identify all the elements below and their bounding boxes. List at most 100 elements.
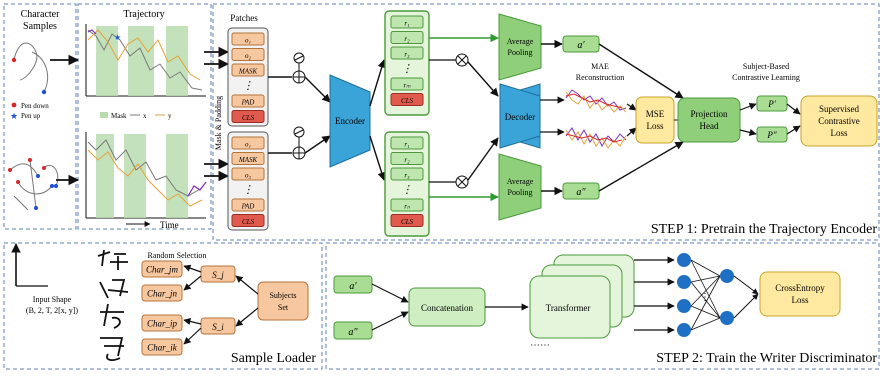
a-prime-label: a′	[577, 40, 585, 51]
top-rep-box-4	[390, 77, 424, 91]
random-selection-label: Random Selection	[148, 251, 207, 260]
arrow-recon-bottom-to-mse	[626, 127, 637, 137]
pen-up-legend-icon: ★	[10, 111, 18, 121]
layer-ellipsis: ⋮	[700, 292, 710, 303]
contrastive-title-1: Subject-Based	[743, 62, 789, 71]
layer2-node-1	[720, 311, 734, 325]
handwritten-samples	[97, 249, 129, 361]
pen-up-dot	[41, 89, 47, 95]
top-rep-label-1: r₂	[404, 35, 410, 43]
layer2-node-0	[720, 269, 734, 283]
top-rep-label-0: r₁	[404, 20, 409, 28]
discriminator-network: ⋮	[634, 253, 759, 337]
traj-bottom-y-series	[87, 149, 203, 207]
si-label: S_i	[212, 322, 224, 332]
arrow-recon-top-to-mse	[626, 103, 637, 111]
char-box-3	[141, 338, 183, 356]
edge-l1-l2	[690, 275, 721, 331]
trajectory-frame	[77, 3, 212, 230]
bottom-rep-label-0: r₁	[404, 141, 409, 149]
bottom-patch-box-5	[231, 214, 265, 227]
top-rep-label-3: ⋮	[402, 63, 413, 75]
step2-title: STEP 2: Train the Writer Discriminator	[656, 351, 877, 366]
patches-title: Patches	[230, 13, 258, 23]
edge-l1-l2	[690, 275, 721, 307]
traj-bottom-purple	[187, 181, 207, 197]
traj-top-star-icon: ★	[114, 33, 121, 42]
top-rep-box-5	[390, 93, 424, 106]
bottom-rep-box-5	[390, 214, 424, 227]
char-label-2: Char_ip	[147, 319, 178, 329]
arrow-p-double-to-sup	[786, 125, 801, 135]
transformer-label: Transformer	[546, 303, 591, 313]
edge-l1-l2	[690, 317, 721, 331]
p-double-label: P″	[766, 130, 776, 140]
top-patch-label-0: o₁	[245, 37, 251, 45]
step2-a-double-label: a″	[348, 327, 358, 338]
top-patch-box-1	[231, 48, 265, 61]
p-prime-box	[756, 95, 788, 112]
crossentropy-box	[759, 271, 841, 317]
trajectory-title: Trajectory	[123, 9, 164, 20]
concatenation-label: Concatenation	[421, 303, 473, 313]
avg-pool-top-l1: Average	[507, 37, 534, 46]
decoder-label: Decoder	[505, 112, 535, 122]
top-rep-box-2	[390, 46, 424, 60]
step2-a-prime-label: a′	[349, 281, 357, 292]
char-samples-title-1: Character	[21, 9, 61, 20]
bottom-patch-box-2	[231, 167, 265, 181]
char-label-1: Char_jn	[147, 289, 178, 299]
char-samples-frame	[3, 3, 77, 230]
layer1-node-3	[677, 323, 691, 337]
top-patch-label-4: PAD	[241, 99, 255, 107]
pen-down-legend-icon	[11, 102, 17, 108]
crossentropy-l1: CrossEntropy	[775, 283, 825, 293]
arrow-a-double-to-projection	[598, 141, 684, 192]
mae-label-1: MAE	[591, 62, 609, 71]
si-node: S_i	[200, 317, 236, 335]
top-patch-label-2: MASK	[238, 68, 258, 76]
avg-pool-bottom-l1: Average	[507, 177, 534, 186]
traj-top-purple	[87, 29, 97, 35]
top-patch-box-0	[231, 32, 265, 46]
contrastive-title-2: Contrastive Learning	[732, 73, 800, 82]
traj-top-x-series	[87, 29, 203, 91]
step2-a-double: a″	[333, 321, 373, 340]
pos-embed-bottom	[268, 126, 331, 160]
mse-label-1: MSE	[646, 109, 665, 119]
p-prime-label: P′	[767, 99, 776, 109]
pos-embed-top	[268, 52, 331, 103]
sample-char-bottom-dots	[8, 158, 58, 210]
bottom-patch-label-3: ⋮	[243, 184, 254, 196]
traj-bottom-x-series	[87, 139, 203, 197]
step1-title: STEP 1: Pretrain the Trajectory Encoder	[651, 222, 877, 237]
edge-l1-l2	[690, 259, 721, 277]
top-rep-label-2: r₃	[404, 51, 410, 59]
subjects-set-node: Subjects Set	[257, 281, 309, 321]
input-shape-l1: Input Shape	[33, 295, 72, 304]
projection-label-2: Head	[700, 121, 719, 131]
bottom-patch-label-2: o₃	[245, 172, 252, 180]
bottom-rep-label-1: r₂	[404, 156, 410, 164]
top-patch-label-5: CLS	[242, 114, 255, 122]
legend-mask-label: Mask	[111, 112, 127, 120]
subjects-set-l1: Subjects	[269, 291, 296, 300]
input-shape-l2: (B, 2, T, 2[x, y])	[26, 306, 78, 315]
sample-loader-frame	[3, 242, 323, 370]
crossentropy-l2: Loss	[791, 295, 809, 305]
top-rep-box-1	[390, 31, 424, 44]
arrow-node-to-loss-0	[733, 275, 759, 295]
char-box-2	[141, 314, 183, 332]
mse-loss-box	[635, 96, 675, 144]
recon-plot-top	[565, 89, 627, 113]
arrow-proj-to-p-prime	[739, 102, 757, 111]
edge-l1-l2	[690, 305, 721, 319]
top-patch-box-2	[231, 63, 265, 77]
bottom-rep-label-2: r₃	[404, 172, 410, 180]
char-box-0	[141, 260, 183, 278]
a-double-label: a″	[576, 187, 586, 198]
